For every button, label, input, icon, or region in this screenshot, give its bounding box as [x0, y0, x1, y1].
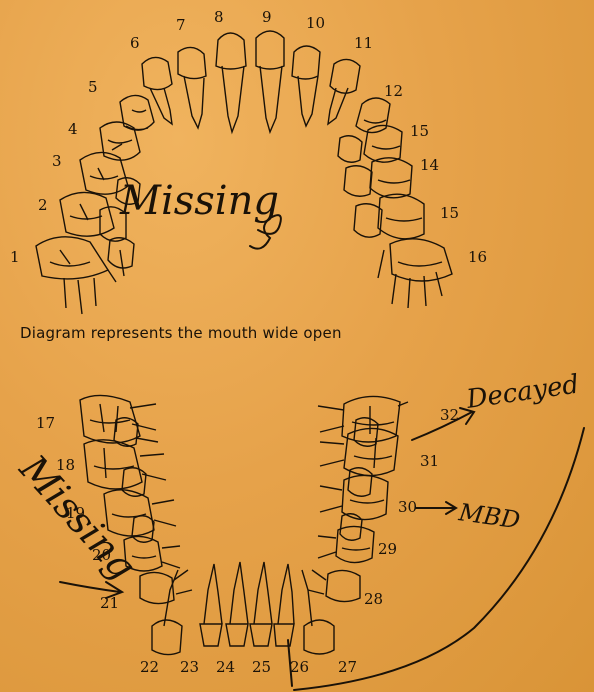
lower-left-lingual	[114, 418, 154, 543]
tooth-28-roots	[308, 570, 326, 594]
tooth-6	[142, 57, 172, 124]
tooth-18-roots	[140, 454, 166, 480]
tooth-14	[370, 158, 412, 198]
upper-number-14: 14	[420, 156, 439, 174]
lower-number-28: 28	[364, 590, 383, 608]
tooth-9	[256, 31, 284, 132]
tooth-32-roots	[318, 402, 408, 432]
upper-number-8: 8	[214, 8, 224, 26]
tooth-28	[326, 570, 360, 601]
upper-missing-annotation: Missing	[119, 178, 281, 249]
lower-number-32: 32	[440, 406, 459, 424]
lower-number-29: 29	[378, 540, 397, 558]
upper-number-5: 5	[88, 78, 98, 96]
tooth-5	[120, 95, 154, 130]
lower-number-17: 17	[36, 414, 55, 432]
upper-number-13: 15	[410, 122, 429, 140]
tooth-22	[152, 570, 182, 655]
tooth-29-roots	[318, 536, 336, 558]
tooth-16-roots	[378, 250, 442, 308]
upper-number-1: 1	[10, 248, 20, 266]
tooth-4	[100, 122, 140, 160]
upper-missing-text: Missing	[119, 178, 279, 224]
tooth-15	[378, 194, 424, 239]
diagram-caption: Diagram represents the mouth wide open	[20, 324, 342, 342]
tooth-2	[60, 192, 114, 236]
tooth-11	[328, 59, 360, 124]
upper-arch	[36, 31, 452, 314]
tooth-19-roots	[152, 500, 176, 526]
tooth-27	[302, 570, 334, 654]
upper-right-lingual	[338, 136, 382, 237]
upper-number-10: 10	[306, 14, 325, 32]
tooth-31-roots	[320, 442, 344, 466]
upper-number-16: 16	[468, 248, 487, 266]
lower-arch	[80, 395, 408, 654]
tooth-24	[226, 562, 248, 646]
tooth-18	[84, 440, 142, 489]
tooth-8	[216, 33, 246, 132]
lower-number-30: 30	[398, 498, 417, 516]
upper-number-7: 7	[176, 16, 186, 34]
tooth-1-roots	[64, 250, 124, 314]
tooth-17-roots	[130, 404, 158, 442]
decayed-text: Decayed	[464, 369, 581, 415]
upper-number-12: 12	[384, 82, 403, 100]
lower-number-31: 31	[420, 452, 439, 470]
tooth-7	[178, 47, 206, 128]
tooth-10	[292, 46, 320, 126]
mbd-arrow	[416, 502, 456, 514]
lower-number-25: 25	[252, 658, 271, 676]
upper-number-4: 4	[68, 120, 78, 138]
lower-number-24: 24	[216, 658, 235, 676]
tooth-26	[274, 564, 294, 646]
upper-number-6: 6	[130, 34, 140, 52]
upper-number-15: 15	[440, 204, 459, 222]
tooth-25	[250, 562, 272, 646]
tooth-1	[36, 237, 108, 279]
mbd-text: MBD	[456, 498, 522, 534]
lower-number-27: 27	[338, 658, 357, 676]
tooth-13	[364, 125, 402, 162]
upper-number-11: 11	[354, 34, 373, 52]
upper-number-3: 3	[52, 152, 62, 170]
tooth-16	[390, 239, 452, 281]
lower-number-23: 23	[180, 658, 199, 676]
upper-numbers: 1 2 3 4 5 6 7 8 9 10 11 12 15 14 15 16	[10, 8, 487, 266]
mbd-annotation: MBD	[416, 498, 522, 534]
lower-number-22: 22	[140, 658, 159, 676]
tooth-20-roots	[162, 546, 180, 568]
upper-number-2: 2	[38, 196, 48, 214]
lower-number-26: 26	[290, 658, 309, 676]
tooth-30-roots	[320, 486, 342, 512]
upper-number-9: 9	[262, 8, 272, 26]
tooth-29	[336, 526, 374, 562]
tooth-23	[200, 564, 222, 646]
